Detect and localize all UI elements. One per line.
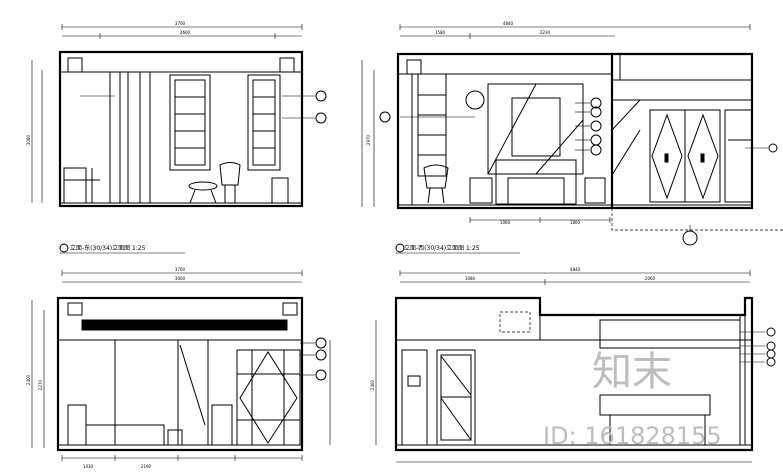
bottom-dimension: 2190 xyxy=(141,464,152,469)
callout-marker xyxy=(766,357,776,367)
callout-marker xyxy=(766,341,776,351)
elevation-caption: 立面-东(30/34)立面图 1:25 xyxy=(70,244,146,252)
callout-marker xyxy=(766,327,776,337)
elevation-caption: 立面-西(30/34)立面图 1:25 xyxy=(404,244,480,252)
callout-marker xyxy=(379,111,391,123)
callout-marker xyxy=(682,230,698,246)
sub-dimension: 2660 xyxy=(180,30,191,35)
height-dimension: 2270 xyxy=(38,379,43,390)
callout-marker xyxy=(315,112,327,124)
sub-dimension: 1080 xyxy=(465,276,476,281)
elevation-top-left: 3700 2660 3080 xyxy=(26,21,327,208)
callout-marker xyxy=(590,106,602,118)
elevation-bottom-right: 4840 1080 2060 2400 xyxy=(370,267,776,463)
bottom-dimension: 1030 xyxy=(83,464,94,469)
sub-dimension: 2060 xyxy=(645,276,656,281)
sub-dimension: 2230 xyxy=(540,30,551,35)
overall-dimension: 4840 xyxy=(503,21,514,26)
callout-marker xyxy=(590,144,602,156)
callout-marker xyxy=(315,337,327,349)
callout-marker xyxy=(768,143,778,153)
callout-marker xyxy=(590,120,602,132)
overall-dimension: 3700 xyxy=(175,21,186,26)
height-dimension: 3080 xyxy=(26,134,31,145)
callout-marker xyxy=(590,97,602,109)
elevation-top-right: 4840 1580 2230 2970 xyxy=(361,21,783,246)
callout-marker xyxy=(315,90,327,102)
height-dimension: 2400 xyxy=(26,374,31,385)
height-dimension: 2400 xyxy=(370,379,375,390)
sub-dimension: 3000 xyxy=(175,276,186,281)
height-dimension: 2970 xyxy=(366,134,371,145)
watermark-brand: 知末 xyxy=(592,349,672,395)
callout-marker xyxy=(315,349,327,361)
watermark-id: ID: 161828155 xyxy=(543,422,722,450)
callout-marker xyxy=(766,349,776,359)
sub-dimension: 1580 xyxy=(435,30,446,35)
callout-marker xyxy=(465,90,485,110)
callout-marker xyxy=(315,369,327,381)
watermark: 知末 ID: 161828155 xyxy=(543,349,722,450)
overall-dimension: 3700 xyxy=(175,267,186,272)
overall-dimension: 4840 xyxy=(570,267,581,272)
bottom-dimension: 1060 xyxy=(500,220,511,225)
bottom-dimension: 1800 xyxy=(570,220,581,225)
elevation-bottom-left: 3700 3000 2400 2270 xyxy=(26,267,331,469)
callout-marker xyxy=(590,134,602,146)
